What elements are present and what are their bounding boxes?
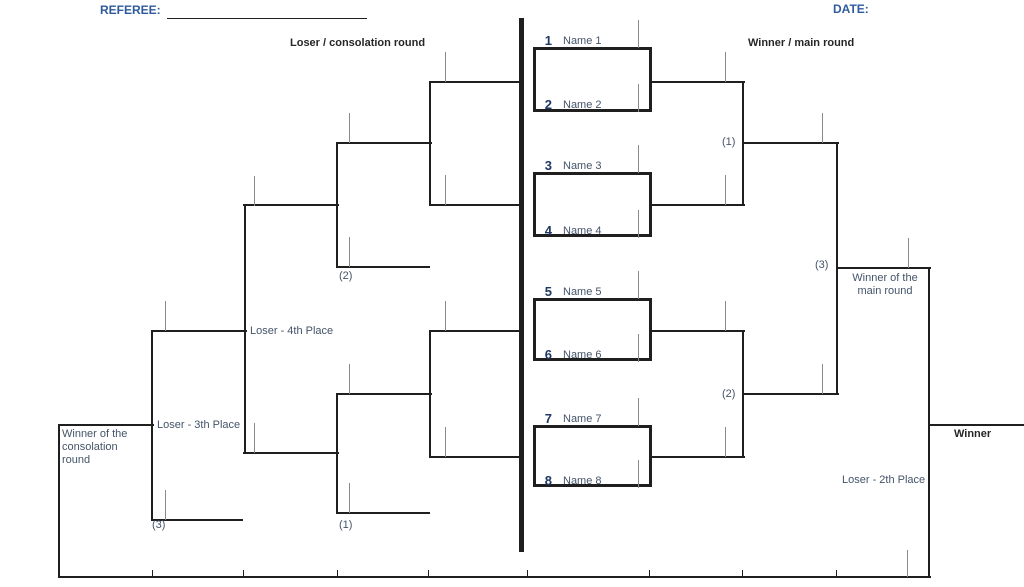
bottom-tick (836, 570, 837, 576)
seed-number: 3 (544, 158, 552, 173)
score-tick (445, 427, 446, 457)
main-winner-line (837, 267, 931, 269)
player-name: Name 5 (563, 286, 602, 298)
bottom-line (58, 576, 931, 578)
score-tick (638, 20, 639, 48)
grand-final-line-v (928, 267, 930, 578)
winner-label: Winner (954, 428, 992, 440)
main-round-title: Winner / main round (748, 37, 855, 49)
main-semifinal2-label: (2) (722, 388, 736, 400)
score-tick (725, 301, 726, 331)
seed-number: 2 (544, 97, 552, 112)
consolation-winner-line (58, 424, 154, 426)
bracket-line-h (652, 456, 745, 458)
semifinal2-loser-feed-line (337, 266, 430, 268)
player-name: Name 4 (563, 225, 602, 237)
score-tick (165, 301, 166, 331)
bracket-line-h (743, 393, 839, 395)
semifinal1-loser-feed-line (337, 512, 430, 514)
match-box-4 (533, 425, 652, 487)
score-tick (349, 237, 350, 267)
score-tick (638, 334, 639, 362)
player-name: Name 1 (563, 35, 602, 47)
score-tick (254, 176, 255, 206)
score-tick (638, 460, 639, 488)
bracket-line-h (652, 330, 745, 332)
score-tick (254, 423, 255, 453)
score-tick (349, 364, 350, 394)
bottom-tick (152, 570, 153, 576)
bracket-line-v (58, 424, 60, 578)
score-tick (822, 364, 823, 394)
final-loser-feed-line (152, 519, 243, 521)
loser-feed-line (430, 330, 523, 332)
score-tick (725, 427, 726, 457)
match-box-1 (533, 47, 652, 112)
consolation-feed-semi2-label: (2) (339, 270, 353, 282)
player-name: Name 2 (563, 99, 602, 111)
main-final-label: (3) (815, 259, 829, 271)
score-tick (725, 52, 726, 82)
score-tick (638, 84, 639, 112)
divider-line (519, 18, 524, 552)
main-semifinal1-label: (1) (722, 136, 736, 148)
consolation-feed-final-label: (3) (152, 519, 166, 531)
bracket-line-h (743, 142, 839, 144)
bracket-line-h (652, 81, 745, 83)
referee-label: REFEREE: (100, 3, 161, 17)
player-name: Name 3 (563, 160, 602, 172)
bracket-line-h (337, 393, 432, 395)
consolation-winner-label: Winner of the consolation round (62, 428, 128, 466)
second-place-label: Loser - 2th Place (842, 474, 926, 486)
seed-number: 1 (544, 33, 552, 48)
score-tick (822, 113, 823, 143)
bottom-tick (243, 570, 244, 576)
score-tick (445, 175, 446, 205)
seed-number: 8 (544, 473, 552, 488)
score-tick (445, 301, 446, 331)
bracket-line-h (243, 204, 339, 206)
bottom-tick (527, 570, 528, 576)
score-tick (349, 113, 350, 143)
bracket-line-h (152, 330, 247, 332)
player-name: Name 7 (563, 413, 602, 425)
score-tick (165, 490, 166, 520)
player-name: Name 8 (563, 475, 602, 487)
bottom-tick (649, 570, 650, 576)
bottom-tick (742, 570, 743, 576)
score-tick (907, 550, 908, 577)
score-tick (725, 175, 726, 205)
score-tick (638, 145, 639, 173)
third-place-label: Loser - 3th Place (157, 419, 241, 431)
bottom-tick (428, 570, 429, 576)
score-tick (638, 398, 639, 426)
bracket-line-h (337, 142, 432, 144)
winner-line (929, 424, 1024, 426)
score-tick (638, 271, 639, 299)
seed-number: 6 (544, 347, 552, 362)
score-tick (638, 210, 639, 238)
player-name: Name 6 (563, 349, 602, 361)
seed-number: 4 (544, 223, 552, 238)
seed-number: 5 (544, 284, 552, 299)
bracket-line-v (244, 204, 246, 454)
fourth-place-label: Loser - 4th Place (250, 325, 334, 337)
loser-feed-line (430, 456, 523, 458)
bracket-line-h (652, 204, 745, 206)
referee-fill-in-line[interactable] (167, 18, 367, 19)
score-tick (908, 238, 909, 268)
bracket-line-h (243, 452, 339, 454)
consolation-feed-semi1-label: (1) (339, 519, 353, 531)
seed-number: 7 (544, 411, 552, 426)
score-tick (445, 52, 446, 82)
main-winner-label: Winner of the main round (852, 272, 918, 297)
loser-feed-line (430, 81, 523, 83)
match-box-2 (533, 172, 652, 237)
bottom-tick (337, 570, 338, 576)
score-tick (349, 483, 350, 513)
loser-feed-line (430, 204, 523, 206)
match-box-3 (533, 298, 652, 361)
consolation-round-title: Loser / consolation round (290, 37, 426, 49)
date-label: DATE: (833, 2, 869, 16)
